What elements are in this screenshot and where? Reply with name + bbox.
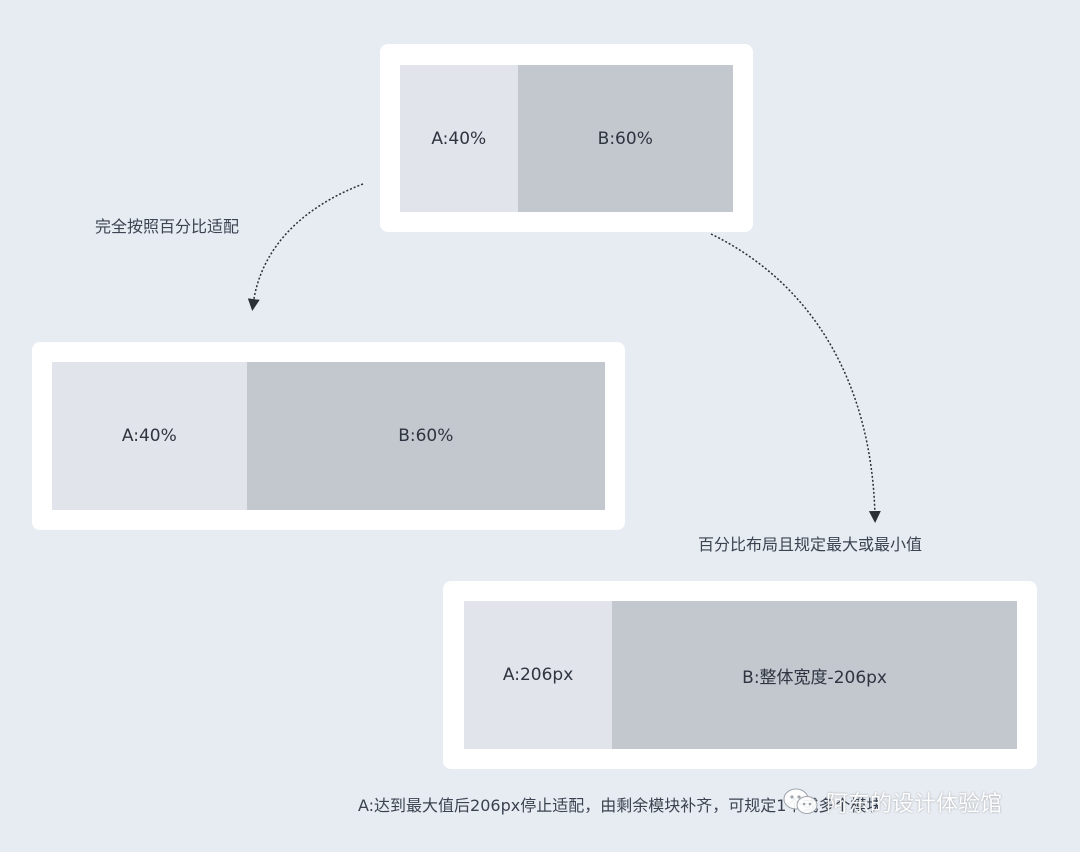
segment-a-label: A:40% xyxy=(431,128,487,149)
minmax-layout-card: A:206px B:整体宽度-206px xyxy=(443,581,1037,769)
segment-b-label: B:整体宽度-206px xyxy=(742,667,887,688)
segment-a-label: A:206px xyxy=(502,665,574,685)
watermark: 阿东的设计体验馆 xyxy=(782,786,1002,818)
top-layout-card: A:40% B:60% xyxy=(380,44,753,232)
arrow-to-right-box xyxy=(710,233,881,523)
top-layout-bar: A:40% B:60% xyxy=(400,65,733,212)
segment-a: A:206px xyxy=(464,601,613,749)
percent-layout-bar: A:40% B:60% xyxy=(52,362,605,510)
caption-percent-fit: 完全按照百分比适配 xyxy=(95,217,240,236)
segment-b: B:整体宽度-206px xyxy=(612,601,1017,749)
watermark-text: 阿东的设计体验馆 xyxy=(826,792,1003,817)
segment-b-label: B:60% xyxy=(398,426,454,446)
caption-note: A:达到最大值后206px停止适配，由剩余模块补齐，可规定1个或多个模块补齐。 xyxy=(358,796,878,815)
caption-min-max: 百分比布局且规定最大或最小值 xyxy=(698,535,923,554)
arrow-to-left-box xyxy=(247,183,364,311)
segment-a: A:40% xyxy=(400,65,518,212)
segment-b: B:60% xyxy=(246,362,605,510)
percent-layout-card: A:40% B:60% xyxy=(32,342,625,530)
segment-b-label: B:60% xyxy=(597,128,653,149)
minmax-layout-bar: A:206px B:整体宽度-206px xyxy=(464,601,1017,749)
wechat-icon xyxy=(782,787,820,817)
segment-b: B:60% xyxy=(517,65,733,212)
segment-a-label: A:40% xyxy=(121,426,177,446)
segment-a: A:40% xyxy=(52,362,247,510)
